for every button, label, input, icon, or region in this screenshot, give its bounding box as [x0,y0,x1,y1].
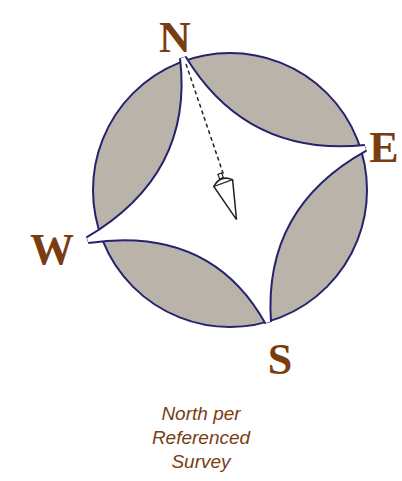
caption: North per Referenced Survey [141,402,261,474]
plumb-bob [210,170,246,223]
west-letter: W [30,228,74,272]
north-letter: N [159,16,191,60]
south-letter: S [268,338,292,382]
plumb-line [186,64,224,176]
east-letter: E [369,126,398,170]
compass-disc [93,53,367,327]
star-outline [88,58,365,322]
star-channel [88,58,365,322]
